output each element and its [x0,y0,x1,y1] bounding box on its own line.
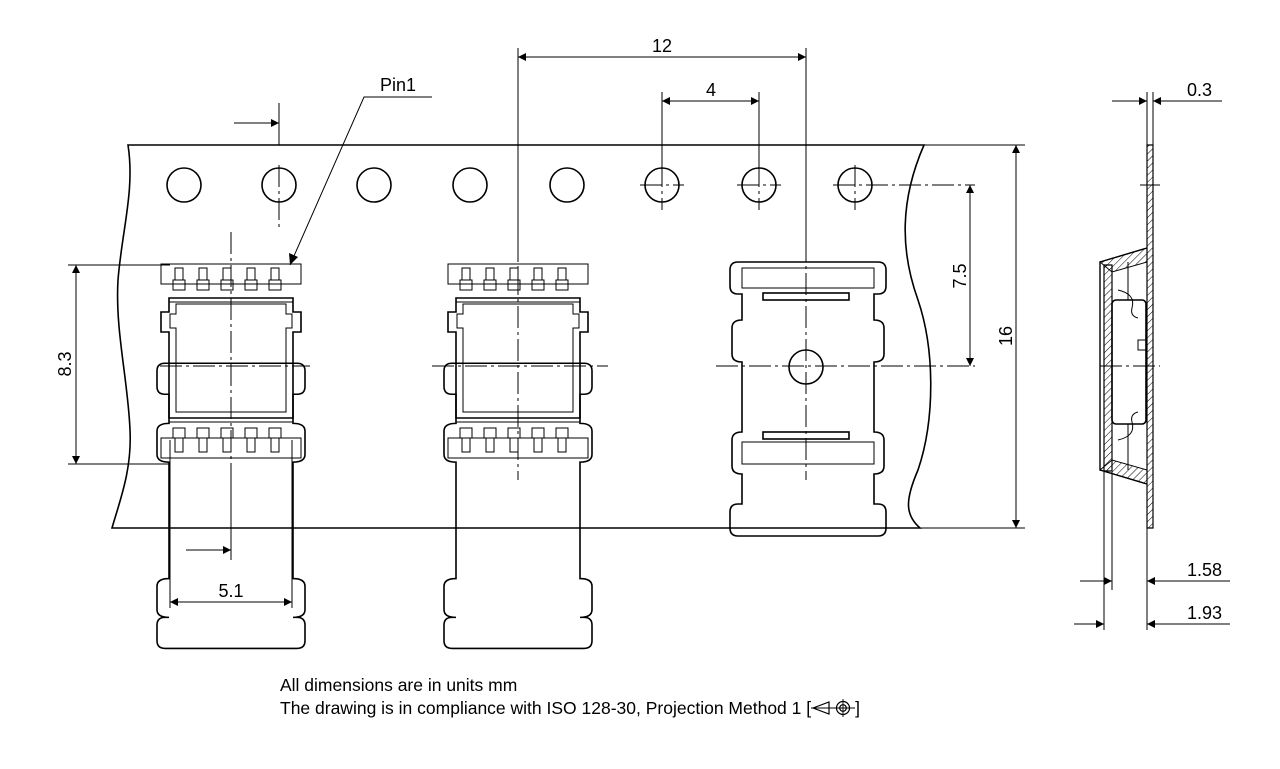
dim-pocket-pitch: 12 [652,36,672,56]
pocket-3-empty [729,261,887,537]
side-section-view [1098,144,1160,529]
dim-tape-thickness: 0.3 [1187,80,1212,100]
first-angle-projection-icon [811,699,856,717]
dim-depth-inner: 1.58 [1187,560,1222,580]
standard-note-end: ] [855,698,860,718]
sprocket-holes [166,167,873,203]
units-note: All dimensions are in units mm [280,675,518,695]
carrier-tape-outline [110,144,932,529]
dim-depth-outer: 1.93 [1187,603,1222,623]
dim-hole-offset: 7.5 [950,263,970,288]
dim-pocket-width: 5.1 [218,581,243,601]
standard-note: The drawing is in compliance with ISO 12… [280,698,860,719]
dim-pocket-length: 8.3 [55,351,75,376]
dim-hole-pitch: 4 [706,80,716,100]
standard-note-text: The drawing is in compliance with ISO 12… [280,698,812,718]
dim-tape-width: 16 [996,326,1016,346]
pin1-label: Pin1 [380,75,416,95]
